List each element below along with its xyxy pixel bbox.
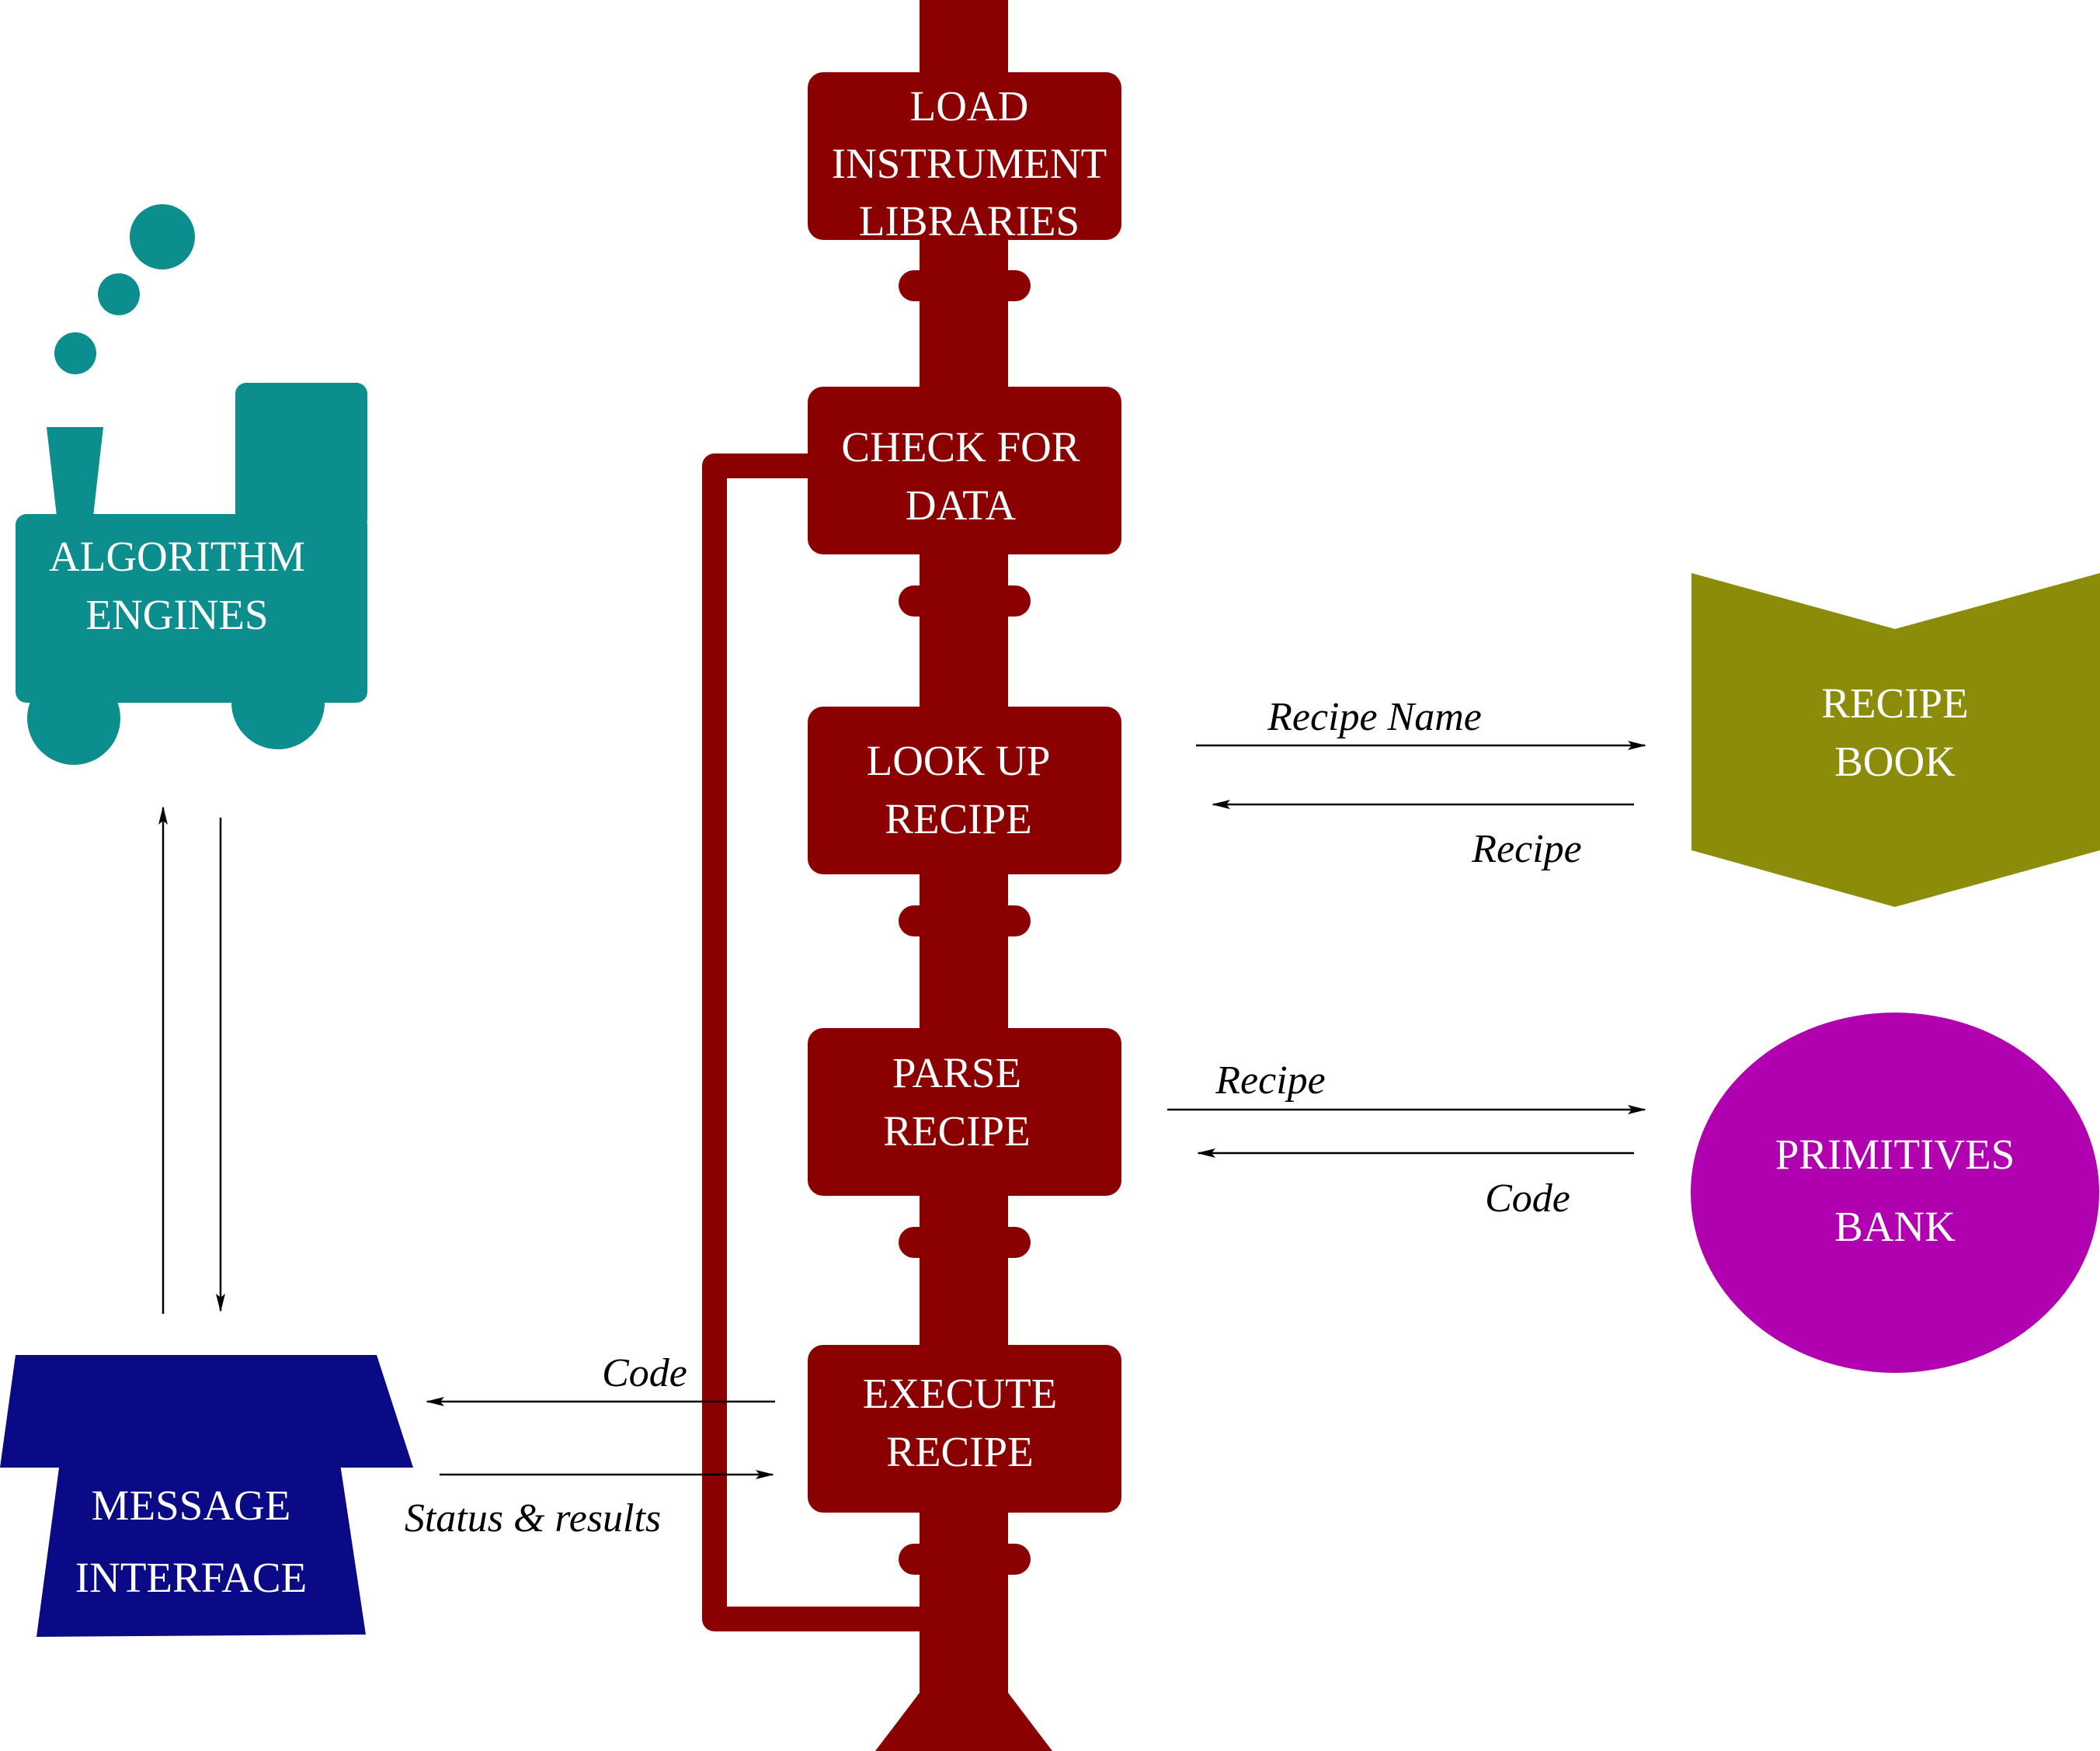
interface-label: MESSAGE [92, 1482, 291, 1529]
bank-label: BANK [1834, 1203, 1956, 1250]
step-box [808, 1345, 1121, 1513]
loop-back-pipe [702, 453, 920, 1631]
interface-label: INTERFACE [75, 1554, 307, 1601]
recipe-book: RECIPE BOOK [1691, 573, 2100, 907]
step-label: INSTRUMENT [832, 140, 1107, 187]
telephone-icon [0, 1355, 413, 1637]
book-label: BOOK [1834, 738, 1956, 785]
step-label: RECIPE [885, 795, 1031, 842]
step-parse-recipe: PARSE RECIPE [808, 1028, 1121, 1196]
label-recipe-name: Recipe Name [1267, 695, 1482, 739]
step-label: LOAD [910, 82, 1029, 130]
step-box [808, 72, 1121, 240]
pipe-funnel [875, 1693, 1052, 1751]
step-label: LOOK UP [867, 737, 1051, 784]
step-execute-recipe: EXECUTE RECIPE [808, 1345, 1121, 1513]
step-box [808, 387, 1121, 554]
pipe-coupling [899, 1544, 1031, 1575]
pipeline: LOAD INSTRUMENT LIBRARIES CHECK FOR DATA… [702, 0, 1121, 1751]
steam-locomotive-icon [16, 204, 367, 765]
step-check-for-data: CHECK FOR DATA [808, 387, 1121, 554]
label-status-results: Status & results [405, 1496, 661, 1541]
smoke-puff [130, 204, 195, 269]
label-recipe-return: Recipe [1471, 827, 1581, 871]
phone-base [37, 1433, 366, 1637]
open-book-icon [1691, 573, 2100, 907]
book-page-left [1691, 573, 1895, 907]
label-recipe-to-bank: Recipe [1215, 1058, 1325, 1103]
step-label: RECIPE [883, 1107, 1030, 1155]
smoke-puff [98, 273, 140, 315]
label-code-from-bank: Code [1485, 1176, 1570, 1221]
step-load-instrument-libraries: LOAD INSTRUMENT LIBRARIES [808, 72, 1121, 245]
pipe-coupling [899, 1227, 1031, 1258]
chimney [47, 427, 103, 516]
smoke-puff [54, 332, 96, 374]
pipe-coupling [899, 905, 1031, 936]
cab [235, 383, 367, 530]
primitives-bank: PRIMITIVES BANK [1691, 1013, 2099, 1373]
label-code-to-interface: Code [602, 1351, 687, 1395]
step-label: CHECK FOR [841, 423, 1080, 471]
boiler [16, 514, 367, 703]
engines-label: ENGINES [85, 591, 268, 638]
message-interface: MESSAGE INTERFACE [0, 1355, 413, 1637]
step-label: LIBRARIES [859, 197, 1080, 245]
pipe-coupling [899, 585, 1031, 617]
arrows [158, 741, 1646, 1479]
engines-label: ALGORITHM [49, 533, 305, 580]
book-page-right [1895, 573, 2100, 907]
book-label: RECIPE [1821, 679, 1968, 727]
step-label: RECIPE [886, 1428, 1033, 1475]
wheel [231, 656, 325, 749]
step-box [808, 707, 1121, 874]
step-box [808, 1028, 1121, 1196]
ellipse-icon [1691, 1013, 2099, 1373]
bank-label: PRIMITIVES [1775, 1131, 2015, 1178]
arrow-labels: Recipe Name Recipe Recipe Code Code Stat… [405, 695, 1582, 1541]
wheel [27, 672, 120, 765]
pipe-coupling [899, 270, 1031, 301]
step-label: DATA [906, 481, 1017, 529]
step-label: PARSE [892, 1049, 1021, 1096]
step-label: EXECUTE [863, 1370, 1058, 1417]
step-look-up-recipe: LOOK UP RECIPE [808, 707, 1121, 874]
algorithm-engines: ALGORITHM ENGINES [16, 204, 367, 765]
